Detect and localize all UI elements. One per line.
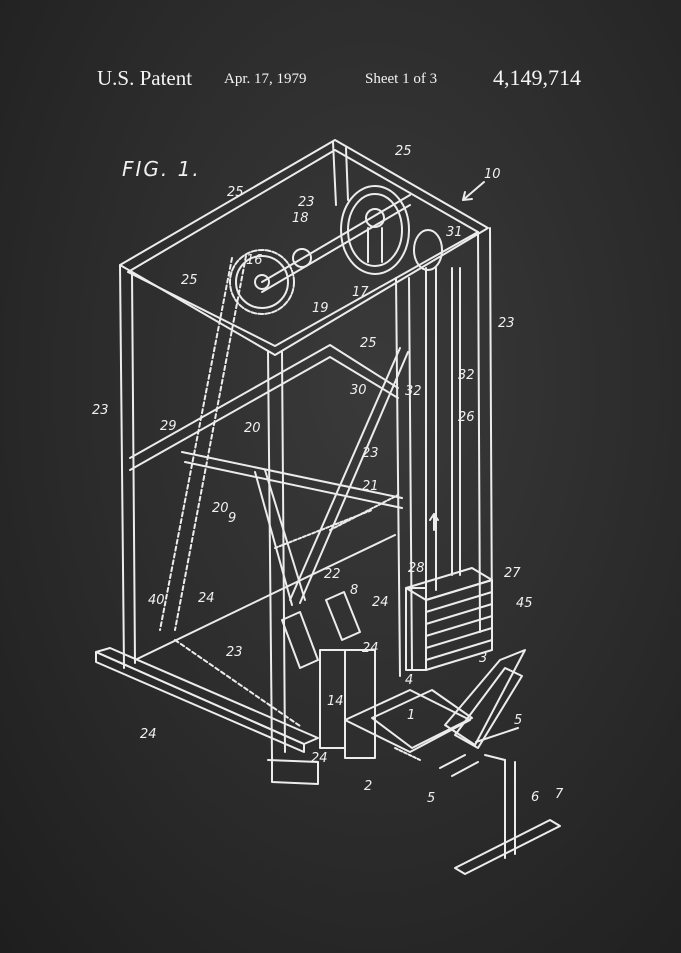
ref-label: 31 xyxy=(446,225,463,240)
ref-label: 30 xyxy=(350,383,367,398)
ref-label: 5 xyxy=(427,791,435,806)
ref-label: 20 xyxy=(244,421,261,436)
patent-number: 4,149,714 xyxy=(493,65,581,90)
ref-label: 27 xyxy=(504,566,521,581)
ref-label: 45 xyxy=(516,596,533,611)
ref-label: 24 xyxy=(362,641,379,656)
ref-label: 5 xyxy=(514,713,522,728)
patent-date: Apr. 17, 1979 xyxy=(224,71,307,87)
ref-label: 23 xyxy=(362,446,379,461)
ref-label: 25 xyxy=(181,273,198,288)
ref-label: 29 xyxy=(160,419,177,434)
figure-title: FIG. 1. xyxy=(122,157,201,181)
ref-label: 23 xyxy=(498,316,515,331)
ref-label: 22 xyxy=(324,567,341,582)
ref-label: 28 xyxy=(408,561,425,576)
ref-label: 25 xyxy=(395,144,412,159)
ref-label: 32 xyxy=(458,368,475,383)
ref-label: 25 xyxy=(360,336,377,351)
ref-label: 40 xyxy=(148,593,165,608)
ref-label: 26 xyxy=(458,410,475,425)
ref-label: 21 xyxy=(362,479,379,494)
ref-label: 6 xyxy=(531,790,539,805)
ref-label: 20 xyxy=(212,501,229,516)
ref-label: 24 xyxy=(140,727,157,742)
ref-label: 8 xyxy=(350,583,358,598)
ref-label: 18 xyxy=(292,211,309,226)
ref-label: 24 xyxy=(372,595,389,610)
ref-label: 2 xyxy=(364,779,372,794)
patent-header: U.S. Patent Apr. 17, 1979 Sheet 1 of 3 4… xyxy=(0,64,681,98)
ref-label: 10 xyxy=(484,167,501,182)
ref-label: 14 xyxy=(327,694,344,709)
ref-label: 3 xyxy=(479,651,487,666)
machine-frame xyxy=(95,139,561,875)
patent-office: U.S. Patent xyxy=(97,66,193,90)
ref-label: 16 xyxy=(246,253,263,268)
ref-label: 17 xyxy=(352,285,369,300)
ref-label: 25 xyxy=(227,185,244,200)
ref-label: 9 xyxy=(228,511,236,526)
ref-label: 23 xyxy=(92,403,109,418)
ref-label: 24 xyxy=(311,751,328,766)
ref-label: 1 xyxy=(407,708,415,723)
ref-label: 4 xyxy=(405,673,413,688)
ref-label: 23 xyxy=(298,195,315,210)
ref-label: 24 xyxy=(198,591,215,606)
ref-label: 32 xyxy=(405,384,422,399)
sheet-number: Sheet 1 of 3 xyxy=(365,71,438,87)
ref-label: 19 xyxy=(312,301,329,316)
ref-label: 7 xyxy=(555,787,564,802)
figure-reference-labels: 25 10 23 25 18 31 16 19 17 23 25 25 30 3… xyxy=(92,144,564,806)
ref-label: 23 xyxy=(226,645,243,660)
